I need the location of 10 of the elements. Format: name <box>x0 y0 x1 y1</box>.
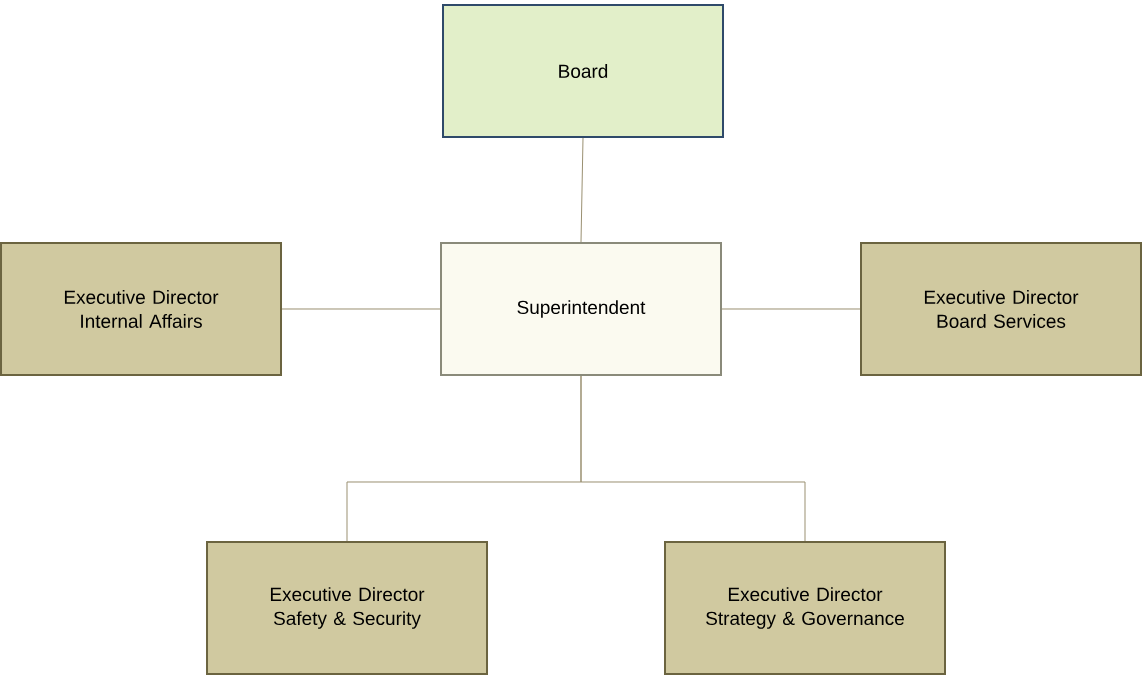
superintendent-box: Superintendent <box>440 242 722 376</box>
director-box: Executive Director Board Services <box>860 242 1142 376</box>
connector-line <box>281 308 441 310</box>
director-box: Executive Director Strategy & Governance <box>664 541 946 675</box>
director-box: Executive Director Safety & Security <box>206 541 488 675</box>
board-box: Board <box>442 4 724 138</box>
connector-line <box>580 137 584 243</box>
connector-line <box>580 375 806 542</box>
connector-line <box>721 308 861 310</box>
director-box: Executive Director Internal Affairs <box>0 242 282 376</box>
